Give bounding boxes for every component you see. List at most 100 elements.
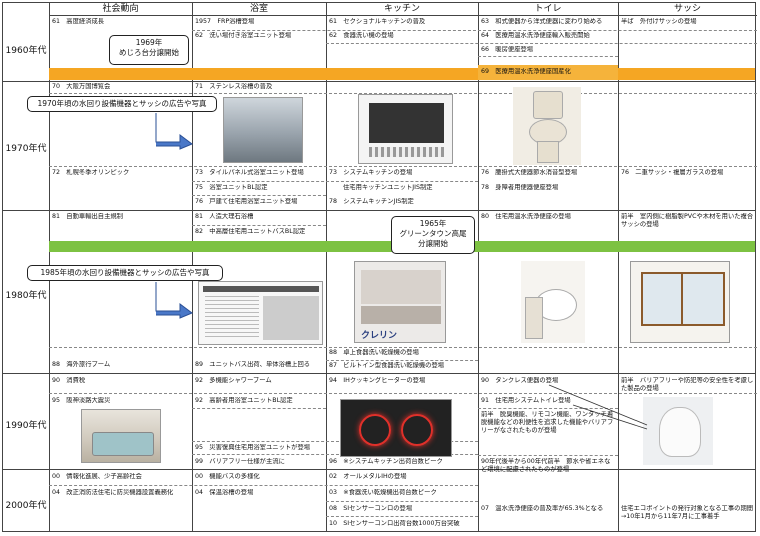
- toilet-1960-0: 63 和式便器から洋式便器に変わり始める: [481, 18, 603, 25]
- kitchen-1970-2: 78 システムキッチンJIS制定: [329, 198, 414, 205]
- row-dash: [326, 43, 757, 44]
- row-dash: [192, 408, 326, 409]
- bath-1980-0: 81 人造大理石浴槽: [195, 213, 254, 220]
- bath-1990-0: 92 多機能シャワーブーム: [195, 377, 272, 384]
- row-dash: [326, 501, 478, 502]
- era-1970: 1970年代: [5, 144, 47, 154]
- kitchen-2000-2: 08 SIセンサーコンロの登場: [329, 505, 413, 512]
- toilet-1990-note: 前半 脱臭機能、リモコン機能、ワンタッチ着脱機能などの利便性を追求した機能やバリ…: [481, 411, 614, 434]
- toilet-highlight: [478, 65, 618, 80]
- orange-band: [49, 68, 755, 80]
- header-kitchen: キッチン: [326, 3, 478, 16]
- kitchen-ad-photo: [358, 94, 453, 164]
- row-dash: [326, 516, 478, 517]
- toilet-1970-0: 76 腰掛式大便器節水消音型登場: [481, 169, 578, 176]
- era-1990: 1990年代: [5, 421, 47, 431]
- row-dash: [192, 181, 478, 182]
- tankless-toilet-photo: [643, 397, 713, 465]
- row-dash: [192, 195, 326, 196]
- kitchen-2000-0: 02 オールメタルIHの登場: [329, 473, 407, 480]
- kitchen-1980-1: 87 ビルトイン型食器洗い乾燥機の登場: [329, 362, 445, 369]
- bath-1970-3: 76 戸建て住宅用浴室ユニット登場: [195, 198, 298, 205]
- row-dash: [49, 93, 757, 94]
- row-dash: [478, 455, 618, 456]
- era-divider: [3, 210, 755, 211]
- bath-1990-3: 99 バリアフリー仕様が主流に: [195, 458, 285, 465]
- header-society: 社会動向: [49, 3, 192, 16]
- society-2000-1: 04 改正消防法住宅に防災機器設置義務化: [52, 489, 174, 496]
- callout-mejirodai: 1969年 めじろ台分譲開始: [109, 35, 189, 65]
- row-dash: [478, 56, 618, 57]
- bath-1980-2: 89 ユニットバス出荷、単体浴槽上回る: [195, 361, 311, 368]
- bath-1980-1: 82 中高層住宅用ユニットバスBL認定: [195, 228, 306, 235]
- toilet-1990-0: 90 タンクレス便器の登場: [481, 377, 559, 384]
- toilet-photo: [513, 87, 581, 165]
- kitchen-1980-0: 88 卓上食器洗い乾燥機の登場: [329, 349, 419, 356]
- era-2000: 2000年代: [5, 501, 47, 511]
- sash-1970-0: 76 二重サッシ・複層ガラスの登場: [621, 169, 724, 176]
- era-1960: 1960年代: [5, 46, 47, 56]
- bath-1990-1: 92 高齢者用浴室ユニットBL認定: [195, 397, 293, 404]
- toilet-1960-2: 66 暖房便座登場: [481, 46, 534, 53]
- society-1980-1: 88 海外旅行ブーム: [52, 361, 111, 368]
- arrow-right-icon: [155, 282, 193, 319]
- bath-2000-0: 00 機能バスの多様化: [195, 473, 260, 480]
- callout-1985-ads: 1985年頃の水回り設備機器とサッシの広告や写真: [27, 265, 223, 281]
- row-dash: [192, 454, 478, 455]
- row-dash: [49, 485, 478, 486]
- society-1980-0: 81 自動車輸出自主規制: [52, 213, 123, 220]
- row-dash: [326, 360, 478, 361]
- bath-ad-photo: [198, 281, 323, 345]
- kitchen-2000-3: 10 SIセンサーコンロ出荷台数1000万台突破: [329, 520, 460, 527]
- toilet-1970-1: 78 身障者用便器便座登場: [481, 184, 559, 191]
- bath-2000-1: 04 保温浴槽の登場: [195, 489, 254, 496]
- washlet-photo: [521, 261, 585, 343]
- row-dash: [192, 30, 757, 31]
- stainless-bathtub-photo: [223, 97, 303, 163]
- header-sash: サッシ: [618, 3, 757, 16]
- col-line: [326, 3, 327, 531]
- sash-1980-0: 前半 室内側に樹脂製PVCや木材を用いた複合サッシの登場: [621, 213, 754, 228]
- society-2000-0: 00 情報化進展、少子高齢社会: [52, 473, 142, 480]
- kitchen-1990-0: 94 IHクッキングヒーターの登場: [329, 377, 426, 384]
- kitchen-photo-1980: クレリン: [354, 261, 446, 343]
- toilet-1990-1: 91 住宅用システムトイレ登場: [481, 397, 571, 404]
- col-line: [618, 3, 619, 531]
- callout-1970-ads: 1970年頃の水回り設備機器とサッシの広告や写真: [27, 96, 217, 112]
- kitchen-1990-1: 96 ※システムキッチン出荷台数ピーク: [329, 458, 443, 465]
- kitchen-1970-0: 73 システムキッチンの登場: [329, 169, 413, 176]
- society-1970-0: 70 大阪万国博覧会: [52, 83, 111, 90]
- sash-1990-0: 前半 バリアフリーや防犯等の安全性を考慮した製品の登場: [621, 377, 754, 392]
- row-dash: [49, 166, 757, 167]
- row-dash: [49, 393, 757, 394]
- row-dash: [49, 347, 757, 348]
- toilet-1990-note2: 90年代後半から00年代前半 節水や省エネなど環境に配慮されたものが登場: [481, 458, 611, 473]
- era-1980: 1980年代: [5, 291, 47, 301]
- col-line: [478, 3, 479, 531]
- bath-1960-0: 1957 FRP浴槽登場: [195, 18, 255, 25]
- callout-green-town: 1965年 グリーンタウン高尾 分譲開始: [391, 216, 475, 254]
- row-dash: [192, 441, 478, 442]
- sash-photo-1980: [630, 261, 730, 343]
- ih-cooktop-photo: [340, 399, 452, 457]
- society-1960-0: 61 高度経済成長: [52, 18, 105, 25]
- toilet-1980-0: 80 住宅用温水洗浄便座の登場: [481, 213, 571, 220]
- kitchen-1970-1: 住宅用キッチンユニットJIS制定: [343, 184, 433, 191]
- bath-photo-1990: [81, 409, 161, 463]
- toilet-2000-0: 07 温水洗浄便座の普及率が65.3%となる: [481, 505, 604, 512]
- bath-1960-1: 62 洗い場付き浴室ユニット登場: [195, 32, 292, 39]
- header-bath: 浴室: [192, 3, 326, 16]
- row-dash: [478, 408, 618, 409]
- society-1970-1: 72 札幌冬季オリンピック: [52, 169, 130, 176]
- bath-1970-2: 75 浴室ユニットBL認定: [195, 184, 268, 191]
- kitchen-2000-1: 03 ※食器洗い乾燥機出荷台数ピーク: [329, 489, 437, 496]
- header-blank: [3, 3, 49, 16]
- kitchen-1960-1: 62 食器洗い機の登場: [329, 32, 394, 39]
- bath-1970-0: 71 ステンレス浴槽の普及: [195, 83, 273, 90]
- bath-1990-2: 95 災害復興住宅用浴室ユニットが登場: [195, 444, 311, 451]
- header-toilet: トイレ: [478, 3, 618, 16]
- toilet-1960-1: 64 医療用温水洗浄便座輸入販売開始: [481, 32, 590, 39]
- era-divider: [3, 373, 755, 374]
- bath-1970-1: 73 タイルパネル式浴室ユニット登場: [195, 169, 304, 176]
